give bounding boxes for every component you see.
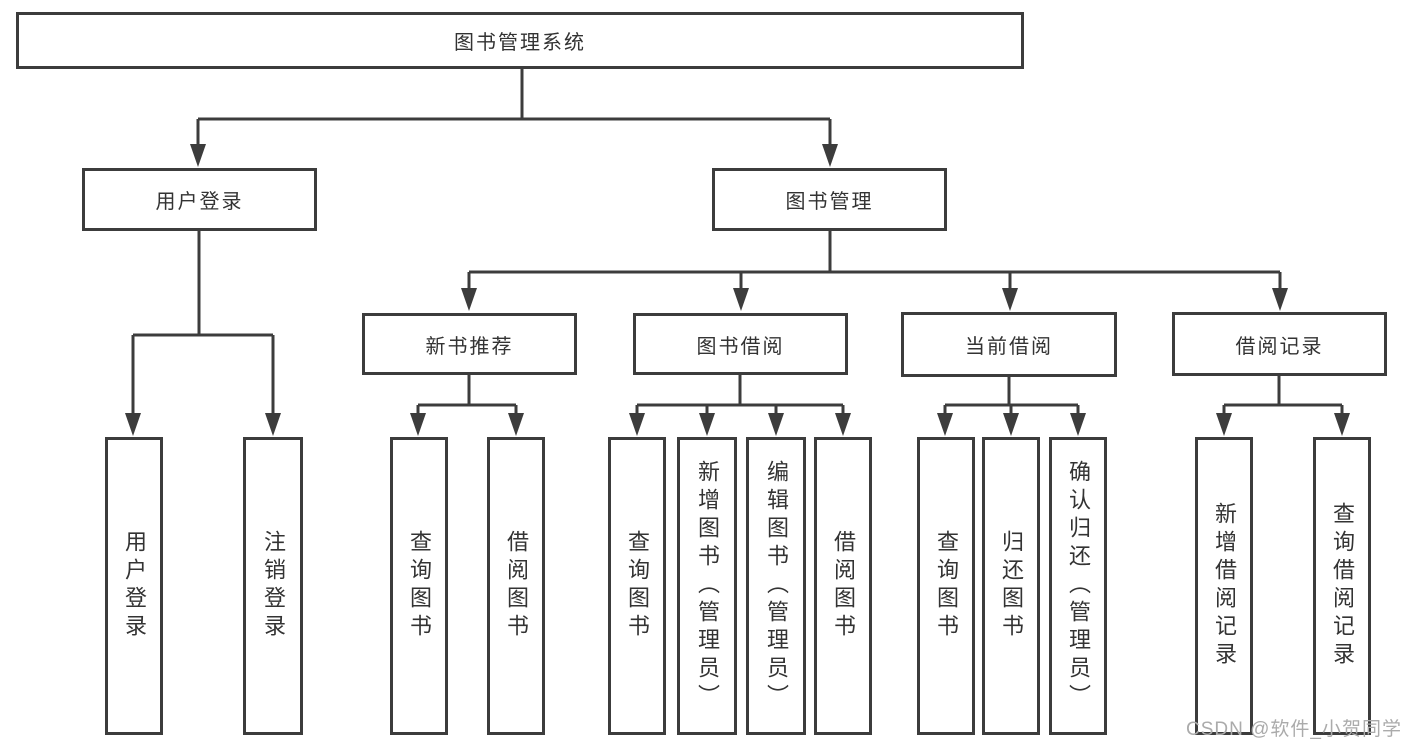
connector-book-borrow — [629, 375, 851, 436]
leaf-rec-query-books: 查询图书 — [390, 437, 448, 735]
connector-current-borrow — [937, 377, 1086, 436]
leaf-edit-book-admin: 编辑图书（管理员） — [746, 437, 806, 735]
leaf-rec-query-books-label: 查询图书 — [407, 530, 432, 642]
leaf-rec-borrow-books-label: 借阅图书 — [504, 530, 529, 642]
leaf-return-book-label: 归还图书 — [999, 530, 1024, 642]
node-user-login-label: 用户登录 — [155, 191, 244, 213]
connector-root — [190, 68, 838, 167]
leaf-user-login: 用户登录 — [105, 437, 163, 735]
node-book-management: 图书管理 — [712, 168, 947, 231]
leaf-borrow-query-books-label: 查询图书 — [625, 530, 650, 642]
leaf-confirm-return-admin: 确认归还（管理员） — [1049, 437, 1107, 735]
node-new-book-recommend-label: 新书推荐 — [425, 335, 514, 358]
node-user-login: 用户登录 — [82, 168, 317, 231]
node-root: 图书管理系统 — [16, 12, 1024, 69]
leaf-query-borrow-record: 查询借阅记录 — [1313, 437, 1371, 735]
connector-new-book-recommend — [410, 375, 524, 436]
connector-borrow-records — [1216, 376, 1350, 436]
leaf-return-book: 归还图书 — [982, 437, 1040, 735]
leaf-borrow-book-label: 借阅图书 — [831, 530, 856, 642]
node-new-book-recommend: 新书推荐 — [362, 313, 577, 375]
leaf-query-borrow-record-label: 查询借阅记录 — [1330, 502, 1355, 670]
leaf-add-book-admin: 新增图书（管理员） — [677, 437, 737, 735]
node-current-borrow: 当前借阅 — [901, 312, 1117, 377]
leaf-current-query-books-label: 查询图书 — [934, 530, 959, 642]
leaf-borrow-query-books: 查询图书 — [608, 437, 666, 735]
node-root-label: 图书管理系统 — [454, 32, 586, 54]
node-book-borrow: 图书借阅 — [633, 313, 848, 375]
node-borrow-records: 借阅记录 — [1172, 312, 1387, 376]
connector-book-management — [461, 231, 1288, 311]
leaf-rec-borrow-books: 借阅图书 — [487, 437, 545, 735]
leaf-logout: 注销登录 — [243, 437, 303, 735]
watermark: CSDN @软件_小贺同学 — [1186, 719, 1402, 740]
node-book-management-label: 图书管理 — [785, 191, 874, 213]
node-current-borrow-label: 当前借阅 — [965, 336, 1053, 358]
leaf-current-query-books: 查询图书 — [917, 437, 975, 735]
connector-user-login — [125, 231, 281, 436]
leaf-logout-label: 注销登录 — [261, 530, 286, 642]
leaf-confirm-return-admin-label: 确认归还（管理员） — [1066, 460, 1091, 712]
leaf-user-login-label: 用户登录 — [122, 530, 147, 642]
leaf-add-borrow-record: 新增借阅记录 — [1195, 437, 1253, 735]
node-borrow-records-label: 借阅记录 — [1235, 335, 1324, 358]
leaf-edit-book-admin-label: 编辑图书（管理员） — [764, 460, 789, 712]
leaf-borrow-book: 借阅图书 — [814, 437, 872, 735]
leaf-add-book-admin-label: 新增图书（管理员） — [695, 460, 720, 712]
leaf-add-borrow-record-label: 新增借阅记录 — [1212, 502, 1237, 670]
node-book-borrow-label: 图书借阅 — [696, 335, 785, 358]
